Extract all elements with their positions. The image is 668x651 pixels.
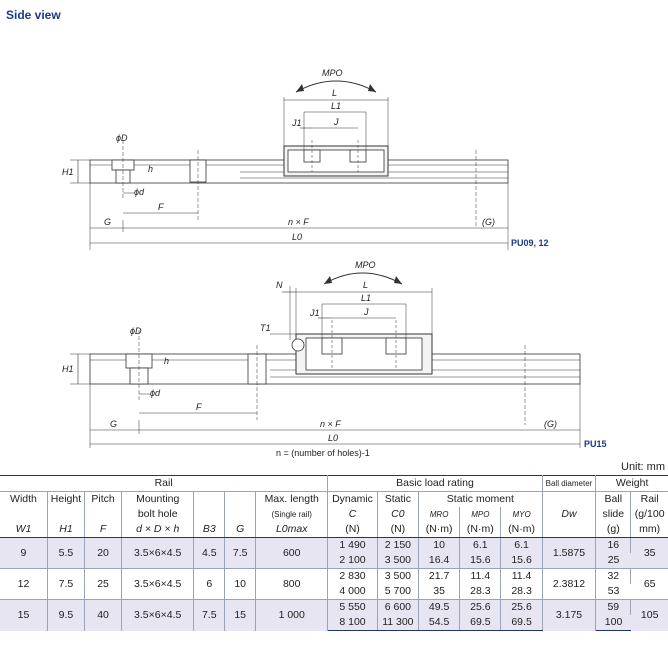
note-holes: n = (number of holes)-1: [276, 448, 370, 458]
hdr-C: C: [327, 507, 378, 522]
label-J1-1: J1: [291, 118, 302, 128]
label-L0-1: L0: [292, 232, 302, 242]
label-h-1: h: [148, 164, 153, 174]
hdr-weight: Weight: [595, 475, 668, 492]
hdr-dDh: d × D × h: [121, 522, 195, 538]
hdr-Dw: Dw: [542, 507, 597, 522]
hdr-maxlen: Max. length: [255, 491, 329, 507]
hdr-MPO: MPO: [459, 507, 502, 522]
unit-ball: (g): [595, 522, 632, 538]
spec-table: Rail Basic load rating Ball diameter Wei…: [0, 475, 668, 631]
section-title: Side view: [6, 8, 61, 22]
table-row: 4 000 5 700 35 28.3 28.3 53: [0, 584, 668, 600]
unit-MYO: (N·m): [500, 522, 543, 538]
hdr-g100: (g/100: [630, 507, 668, 522]
hdr-height: Height: [47, 491, 86, 507]
hdr-bolt-hole: bolt hole: [121, 507, 195, 522]
label-J-2: J: [363, 307, 369, 317]
label-J-1: J: [333, 117, 339, 127]
unit-C0: (N): [377, 522, 419, 538]
hdr-dynamic: Dynamic: [327, 491, 378, 507]
hdr-B3: B3: [193, 522, 226, 538]
table-row: 9 5.5 20 3.5×6×4.5 4.5 7.5 600 1 490 2 1…: [0, 537, 668, 569]
unit-note: Unit: mm: [621, 461, 665, 473]
hdr-MYO: MYO: [500, 507, 543, 522]
hdr-rail-w: Rail: [630, 491, 668, 507]
unit-C: (N): [327, 522, 378, 538]
label-mpo-2: MPO: [355, 260, 376, 270]
label-phid-2: ϕd: [150, 388, 161, 398]
label-phiD-2: ϕD: [130, 326, 142, 336]
hdr-ball: Ball: [595, 491, 632, 507]
label-L1-2: L1: [361, 293, 371, 303]
label-Gparen-2: (G): [544, 419, 557, 429]
hdr-W1: W1: [0, 522, 48, 538]
table-row: 2 100 3 500 16.4 15.6 15.6 25: [0, 553, 668, 569]
hdr-static: Static: [377, 491, 419, 507]
unit-MRO: (N·m): [418, 522, 461, 538]
label-h-2: h: [164, 356, 169, 366]
drawing-pu15: MPO N L L1 J J1 T1 ϕD h ϕd H1 F: [62, 260, 607, 458]
label-G-1: G: [104, 217, 111, 227]
label-H1-1: H1: [62, 167, 74, 177]
label-Gparen-1: (G): [482, 217, 495, 227]
hdr-MRO: MRO: [418, 507, 461, 522]
label-H1-2: H1: [62, 364, 74, 374]
label-L-2: L: [363, 280, 368, 290]
hdr-slide: slide: [595, 507, 632, 522]
hdr-load: Basic load rating: [327, 475, 543, 492]
unit-MPO: (N·m): [459, 522, 502, 538]
hdr-C0: C0: [377, 507, 419, 522]
hdr-ball-diameter: Ball diameter: [542, 475, 597, 492]
side-view-drawings: MPO L L1 J J1 ϕD h ϕd H1 F G n × F (G): [62, 68, 607, 458]
label-L-1: L: [332, 88, 337, 98]
hdr-mounting: Mounting: [121, 491, 195, 507]
label-F-2: F: [196, 402, 202, 412]
label-nxF-2: n × F: [320, 419, 341, 429]
hdr-rail: Rail: [0, 475, 329, 492]
drawing-pu09-12: MPO L L1 J J1 ϕD h ϕd H1 F G n × F (G): [62, 68, 549, 250]
label-phid-1: ϕd: [134, 187, 145, 197]
drawing-tag-1: PU09, 12: [511, 238, 549, 248]
label-G-2: G: [110, 419, 117, 429]
label-nxF-1: n × F: [288, 217, 309, 227]
hdr-single-rail: (Single rail): [255, 507, 329, 522]
hdr-static-moment: Static moment: [418, 491, 543, 507]
label-T1-2: T1: [260, 323, 271, 333]
unit-rail: mm): [630, 522, 668, 538]
label-F-1: F: [158, 202, 164, 212]
hdr-L0max: L0max: [255, 522, 329, 538]
hdr-H1: H1: [47, 522, 86, 538]
hdr-width: Width: [0, 491, 48, 507]
table-row: 12 7.5 25 3.5×6×4.5 6 10 800 2 830 3 500…: [0, 568, 668, 600]
table-row: 15 9.5 40 3.5×6×4.5 7.5 15 1 000 5 550 6…: [0, 599, 668, 631]
hdr-pitch: Pitch: [84, 491, 123, 507]
label-L0-2: L0: [328, 433, 338, 443]
label-N-2: N: [276, 280, 283, 290]
label-phiD-1: ϕD: [116, 133, 128, 143]
table-row: 8 100 11 300 54.5 69.5 69.5 100: [0, 615, 668, 631]
hdr-F: F: [84, 522, 123, 538]
label-L1-1: L1: [331, 101, 341, 111]
label-J1-2: J1: [309, 308, 320, 318]
hdr-G: G: [224, 522, 257, 538]
label-mpo-1: MPO: [322, 68, 343, 78]
drawing-tag-2: PU15: [584, 439, 607, 449]
